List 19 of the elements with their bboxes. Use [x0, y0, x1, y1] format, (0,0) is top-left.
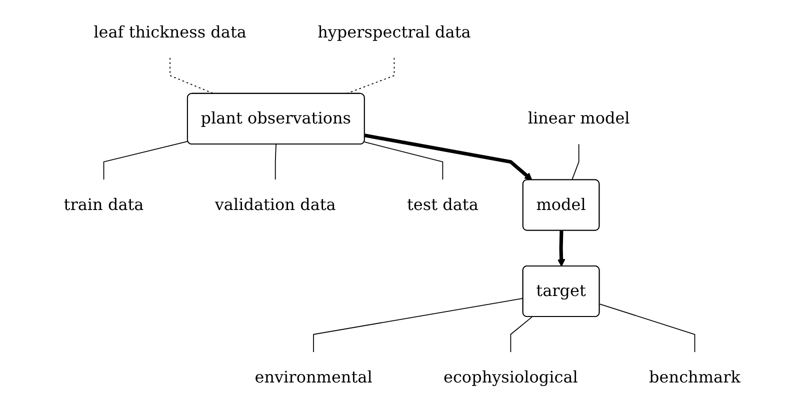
node-text: train data — [64, 196, 144, 214]
connector — [600, 304, 696, 353]
node-text: test data — [407, 196, 479, 214]
node-text: benchmark — [649, 368, 741, 387]
connector — [104, 140, 189, 180]
node-text: validation data — [215, 196, 336, 214]
arrow — [558, 230, 566, 267]
connector — [572, 144, 580, 181]
connector — [313, 298, 524, 353]
connector — [170, 57, 215, 94]
connector — [510, 316, 533, 353]
connector — [275, 144, 277, 180]
node-text: ecophysiological — [444, 368, 578, 387]
arrow — [364, 134, 533, 180]
node-text: leaf thickness data — [94, 23, 247, 42]
node-text: hyperspectral data — [318, 23, 472, 42]
node-text: environmental — [255, 368, 373, 387]
node-text: linear model — [528, 109, 630, 128]
connector — [364, 142, 444, 180]
